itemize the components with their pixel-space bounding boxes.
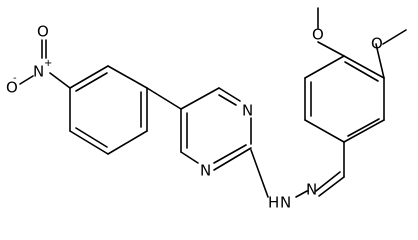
bond-o-me-meta <box>382 29 407 45</box>
atom-n-pyrimidine-bottom: N <box>200 162 211 180</box>
atom-labels: O - N + O N N H N N O O <box>6 23 383 212</box>
bond-pyr-nh <box>250 149 269 198</box>
atom-h-hydrazone: H <box>268 194 279 212</box>
bond-ring2-3-inner <box>344 61 379 82</box>
bond-n-ch-double-b <box>315 171 341 192</box>
atom-o-double: O <box>37 23 49 41</box>
atom-n-hydrazone-nh: N <box>280 194 291 212</box>
bond-biaryl <box>146 87 182 110</box>
bond-o-n <box>19 75 34 85</box>
bond-pyr-e <box>218 87 241 102</box>
bond-pyr-b <box>180 151 199 164</box>
bond-ring2-1 <box>343 119 385 143</box>
bond-m-o <box>375 43 385 79</box>
atom-o-minus: O <box>6 79 18 97</box>
bond-n-aryl <box>49 72 71 89</box>
bond-pyr-f <box>180 87 220 110</box>
bond-ring1-a-inner <box>75 72 108 92</box>
charge-plus: + <box>44 58 52 69</box>
bond-ring1-b <box>107 65 148 89</box>
bond-ring2-3 <box>343 55 385 79</box>
bond-ring2-6 <box>304 119 345 143</box>
bond-pyr-c-inner <box>213 144 247 164</box>
chemical-structure-diagram: O - N + O N N H N N O O <box>6 7 407 212</box>
bond-ring1-e-inner <box>75 127 108 148</box>
bond-ring1-e <box>69 130 109 155</box>
bond-p-o <box>317 41 345 57</box>
bond-pyr-e-inner <box>218 94 237 106</box>
atom-o-methoxy-meta: O <box>371 35 383 53</box>
bond-ring2-1-inner <box>347 118 380 137</box>
bond-nh-n <box>295 190 308 198</box>
atom-n-pyrimidine-top: N <box>242 102 253 120</box>
bond-ring2-4 <box>304 55 345 79</box>
atom-n-plus: N <box>33 63 44 81</box>
atom-o-methoxy-para: O <box>312 26 324 44</box>
bond-pyr-c <box>213 147 252 171</box>
bond-ring1-d <box>107 130 148 155</box>
bond-ring1-a <box>69 65 109 89</box>
bond-n-ch-double-a <box>318 176 345 197</box>
bonds <box>19 7 407 198</box>
atom-n-hydrazone: N <box>306 181 317 199</box>
charge-minus: - <box>13 73 17 84</box>
